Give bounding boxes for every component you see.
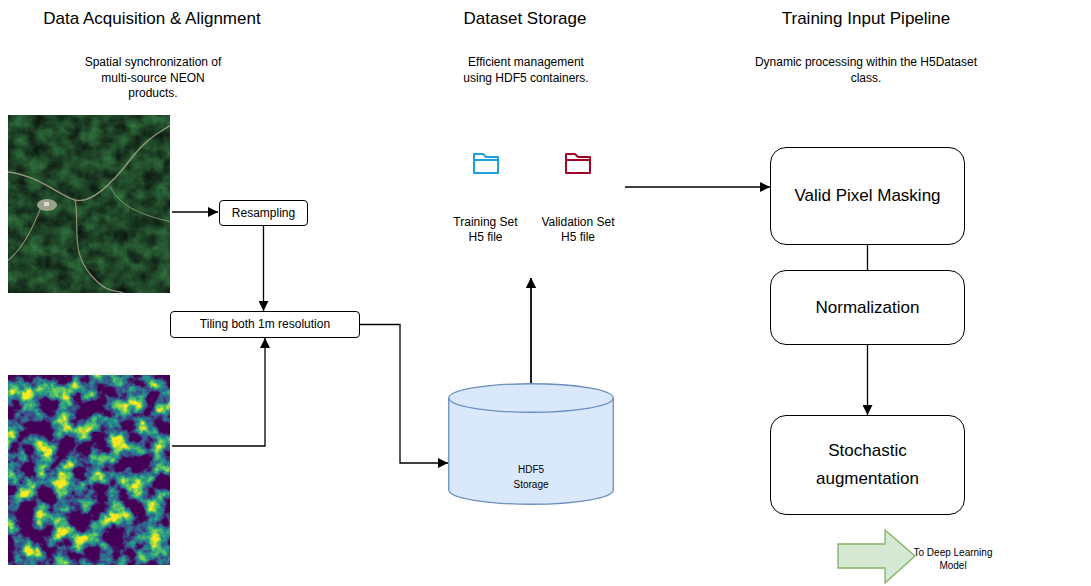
text-block: Validation Set H5 file [538, 215, 618, 245]
folder-outline [566, 159, 590, 161]
process-box: Stochastic augmentation [770, 415, 965, 515]
output-label: To Deep Learning Model [908, 546, 998, 572]
canopy-height-texture [8, 375, 170, 565]
satellite-image [8, 115, 170, 293]
road-line [75, 200, 126, 293]
text-block: Normalization [816, 297, 920, 318]
process-box: Normalization [770, 270, 965, 345]
node-text: Tiling both 1m resolution [200, 317, 330, 332]
connector-arrow [867, 345, 868, 415]
output-block-arrow [838, 530, 915, 583]
road-line [8, 124, 170, 201]
forest-texture [8, 115, 170, 293]
text-block: Valid Pixel Masking [794, 185, 940, 206]
connector-arrow [625, 186, 770, 187]
input-arrow [172, 211, 218, 212]
node-text: Normalization [816, 297, 920, 318]
node-text: Valid Pixel Masking [794, 185, 940, 206]
connector-arrow [530, 278, 531, 383]
input-arrow [172, 338, 265, 446]
folder-outline [566, 154, 590, 173]
node-text: Training Set H5 file [446, 215, 526, 245]
folder-symbol [472, 149, 500, 175]
folder-icon: Validation Set H5 file [531, 145, 625, 278]
road-line [110, 186, 170, 222]
connector-arrow [360, 325, 448, 464]
node-text: Resampling [232, 206, 295, 221]
canopy-height-image [8, 375, 170, 565]
column-heading: Data Acquisition & Alignment [2, 8, 302, 30]
storage-cylinder: HDF5 Storage [448, 383, 614, 505]
text-block: Tiling both 1m resolution [200, 317, 330, 332]
folder-icon: Training Set H5 file [440, 145, 531, 278]
connector-arrow [867, 245, 868, 270]
folder-outline [474, 159, 498, 161]
column-heading: Dataset Storage [415, 8, 635, 30]
cylinder-rim [449, 398, 614, 412]
process-box: Tiling both 1m resolution [170, 311, 360, 338]
road-line [8, 205, 42, 262]
column-subtitle: Efficient management using HDF5 containe… [456, 55, 596, 86]
column-heading: Training Input Pipeline [736, 8, 996, 30]
column-subtitle: Spatial synchronization of multi-source … [78, 55, 228, 102]
node-text: Stochastic augmentation [793, 437, 943, 493]
text-block: Resampling [232, 206, 295, 221]
clearing [37, 199, 57, 211]
text-block: Training Set H5 file [446, 215, 526, 245]
text-block: Stochastic augmentation [793, 437, 943, 493]
cylinder-body [449, 384, 614, 505]
folder-symbol [564, 149, 592, 175]
folder-outline [474, 154, 498, 173]
process-box: Resampling [219, 200, 308, 226]
node-text: Validation Set H5 file [538, 215, 618, 245]
node-text: HDF5 Storage [509, 463, 554, 492]
connector-arrow [530, 278, 531, 383]
column-subtitle: Dynamic processing within the H5Dataset … [746, 55, 986, 86]
text-block: HDF5 Storage [509, 463, 554, 492]
building [44, 202, 49, 206]
connector-arrow [263, 226, 264, 311]
process-box: Valid Pixel Masking [770, 147, 965, 245]
